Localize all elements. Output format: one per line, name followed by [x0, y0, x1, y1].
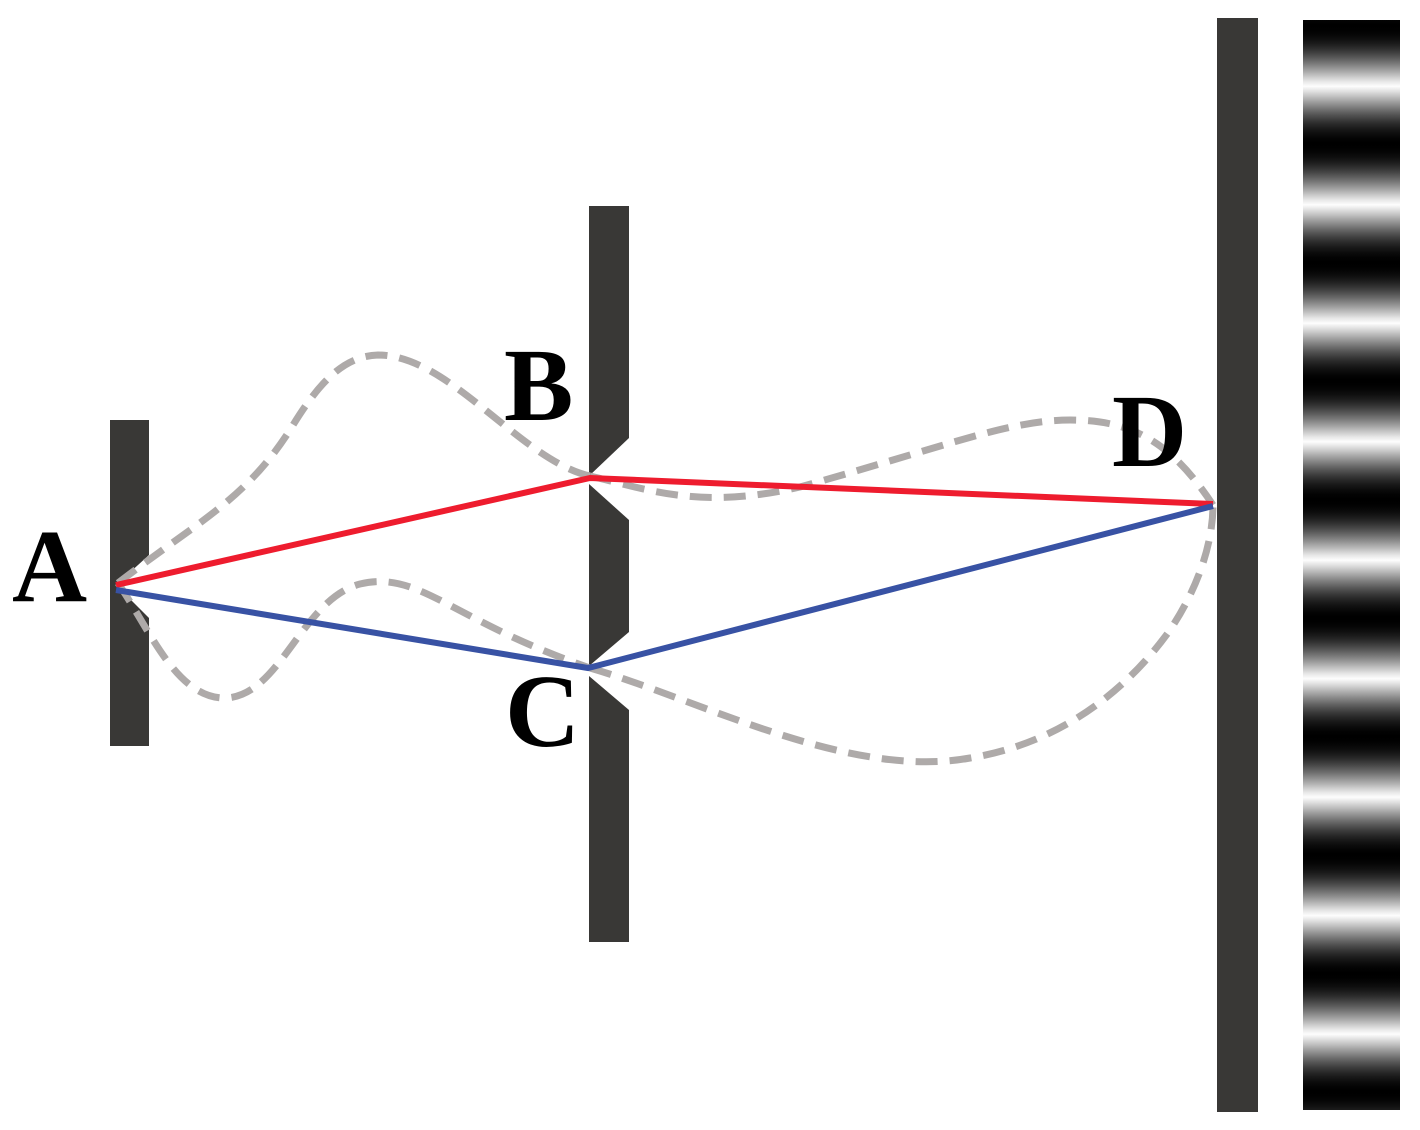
- detection-screen: [1217, 18, 1258, 1112]
- source-barrier: [110, 420, 149, 746]
- alternate-path-a-to-c: [115, 578, 592, 702]
- point-label-d: D: [1112, 374, 1187, 489]
- red-path-via-b: [115, 474, 1214, 588]
- point-label-c: C: [505, 654, 580, 769]
- alternate-path-a-to-b: [115, 351, 591, 586]
- point-label-a: A: [12, 509, 87, 624]
- point-label-b: B: [504, 328, 573, 443]
- double-slit-barrier-bottom: [589, 676, 629, 942]
- alternate-path-b-to-d: [589, 416, 1216, 507]
- interference-fringe-pattern: [1303, 20, 1400, 1110]
- double-slit-barrier-top: [589, 206, 629, 476]
- blue-path-via-c: [115, 503, 1214, 672]
- alternate-path-c-to-d: [589, 504, 1217, 766]
- double-slit-barrier-middle: [589, 484, 629, 666]
